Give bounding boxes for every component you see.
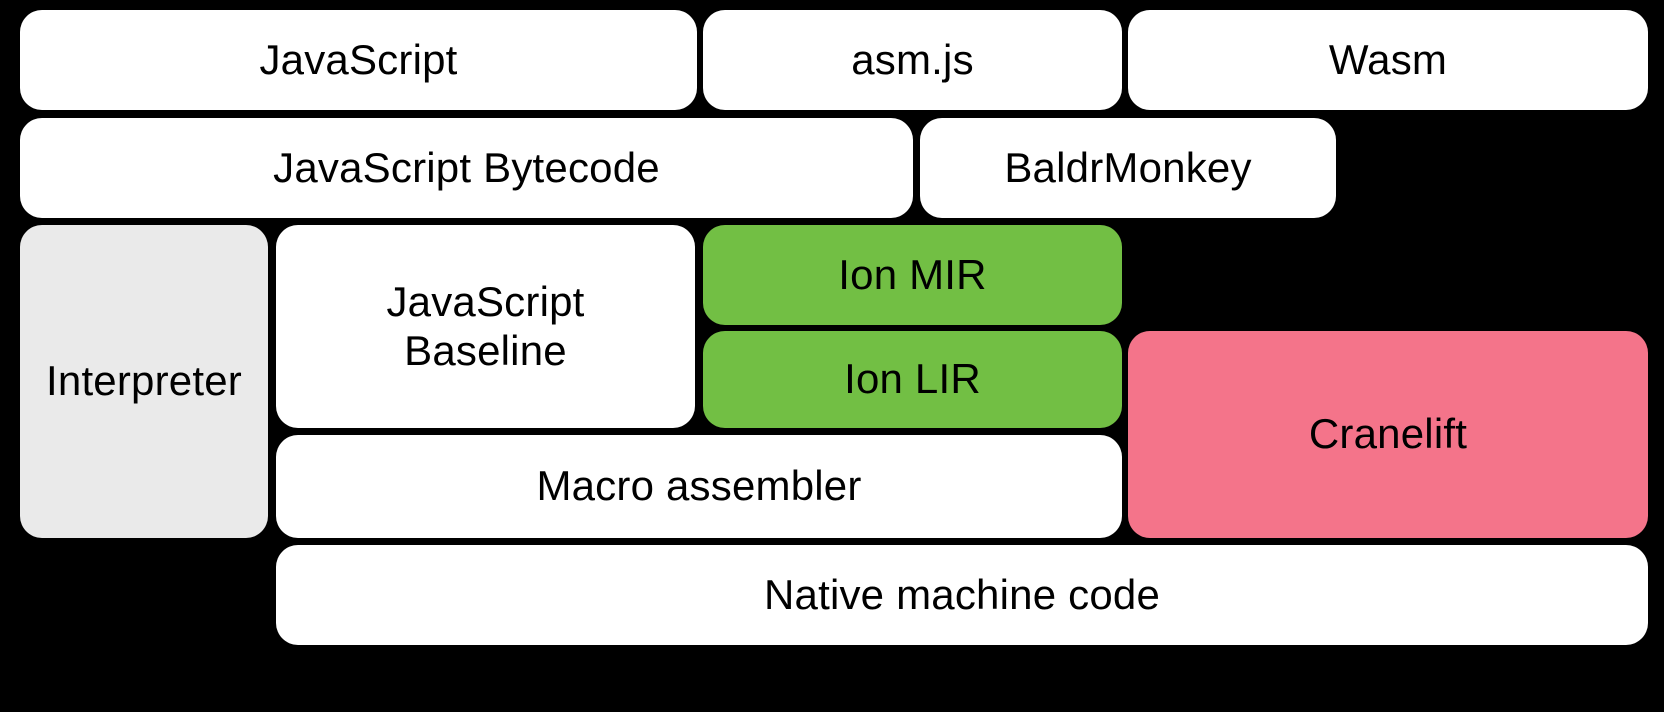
node-ion-mir: Ion MIR: [703, 225, 1122, 325]
node-ion-lir: Ion LIR: [703, 331, 1122, 428]
node-javascript-bytecode: JavaScript Bytecode: [20, 118, 913, 218]
node-javascript-baseline: JavaScript Baseline: [276, 225, 695, 428]
node-cranelift: Cranelift: [1128, 331, 1648, 538]
node-native-machine-code: Native machine code: [276, 545, 1648, 645]
node-wasm: Wasm: [1128, 10, 1648, 110]
node-interpreter: Interpreter: [20, 225, 268, 538]
node-macro-assembler: Macro assembler: [276, 435, 1122, 538]
node-javascript: JavaScript: [20, 10, 697, 110]
node-asm-js: asm.js: [703, 10, 1122, 110]
node-baldrmonkey: BaldrMonkey: [920, 118, 1336, 218]
